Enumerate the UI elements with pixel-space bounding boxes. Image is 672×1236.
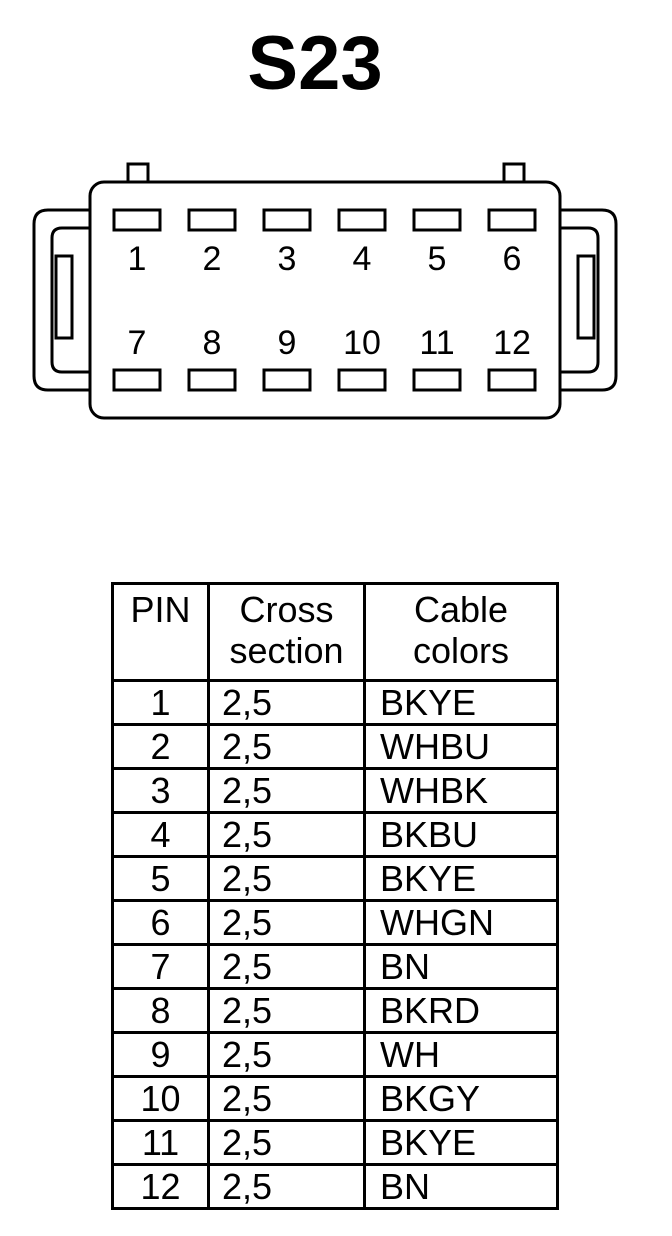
connector-housing — [88, 180, 562, 420]
pin-slot — [487, 208, 537, 232]
connector-title: S23 — [247, 21, 383, 106]
cross-section-cell: 2,5 — [207, 1031, 366, 1078]
pin-cell: 3 — [111, 767, 210, 814]
pin-number-label: 9 — [278, 324, 297, 362]
cross-section-cell: 2,5 — [207, 679, 366, 726]
cable-color-cell: WH — [363, 1031, 559, 1078]
pin-number-label: 2 — [203, 240, 222, 278]
pin-slot — [412, 368, 462, 392]
pin-slot — [412, 208, 462, 232]
pin-slot — [337, 208, 387, 232]
pin-number-label: 6 — [503, 240, 522, 278]
pin-cell: 1 — [111, 679, 210, 726]
cable-color-cell: WHBK — [363, 767, 559, 814]
pin-cell: 4 — [111, 811, 210, 858]
header-cable-colors: Cable colors — [363, 582, 559, 682]
cross-section-cell: 2,5 — [207, 767, 366, 814]
cable-color-cell: BKRD — [363, 987, 559, 1034]
pin-number-label: 5 — [428, 240, 447, 278]
pin-slot — [112, 208, 162, 232]
pin-number-label: 1 — [128, 240, 147, 278]
pin-number-label: 11 — [419, 324, 454, 362]
pin-number-label: 12 — [493, 324, 531, 362]
cross-section-cell: 2,5 — [207, 1119, 366, 1166]
pin-number-label: 3 — [278, 240, 297, 278]
cable-color-cell: BN — [363, 1163, 559, 1210]
cross-section-cell: 2,5 — [207, 723, 366, 770]
pin-slot — [487, 368, 537, 392]
cross-section-cell: 2,5 — [207, 899, 366, 946]
pin-slot — [262, 368, 312, 392]
pin-number-label: 7 — [128, 324, 147, 362]
cable-color-cell: BN — [363, 943, 559, 990]
pin-cell: 7 — [111, 943, 210, 990]
cross-section-cell: 2,5 — [207, 811, 366, 858]
cross-section-cell: 2,5 — [207, 1163, 366, 1210]
header-cross-section: Cross section — [207, 582, 366, 682]
cable-color-cell: BKYE — [363, 679, 559, 726]
pin-cell: 6 — [111, 899, 210, 946]
pin-cell: 9 — [111, 1031, 210, 1078]
cross-section-cell: 2,5 — [207, 1075, 366, 1122]
cable-color-cell: WHGN — [363, 899, 559, 946]
cross-section-cell: 2,5 — [207, 943, 366, 990]
pin-number-label: 4 — [353, 240, 372, 278]
pin-cell: 8 — [111, 987, 210, 1034]
pin-cell: 11 — [111, 1119, 210, 1166]
pin-slot — [112, 368, 162, 392]
pin-slot — [187, 368, 237, 392]
cable-color-cell: WHBU — [363, 723, 559, 770]
pin-cell: 12 — [111, 1163, 210, 1210]
pin-number-label: 10 — [343, 324, 381, 362]
pin-cell: 10 — [111, 1075, 210, 1122]
pin-cell: 5 — [111, 855, 210, 902]
cable-color-cell: BKYE — [363, 1119, 559, 1166]
right-clip-slot — [576, 254, 596, 340]
cable-color-cell: BKBU — [363, 811, 559, 858]
pin-slot — [262, 208, 312, 232]
cable-color-cell: BKYE — [363, 855, 559, 902]
cable-color-cell: BKGY — [363, 1075, 559, 1122]
cross-section-cell: 2,5 — [207, 987, 366, 1034]
pin-number-label: 8 — [203, 324, 222, 362]
cross-section-cell: 2,5 — [207, 855, 366, 902]
pin-cell: 2 — [111, 723, 210, 770]
pin-slot — [187, 208, 237, 232]
header-pin: PIN — [111, 582, 210, 682]
pin-slot — [337, 368, 387, 392]
left-clip-slot — [54, 254, 74, 340]
